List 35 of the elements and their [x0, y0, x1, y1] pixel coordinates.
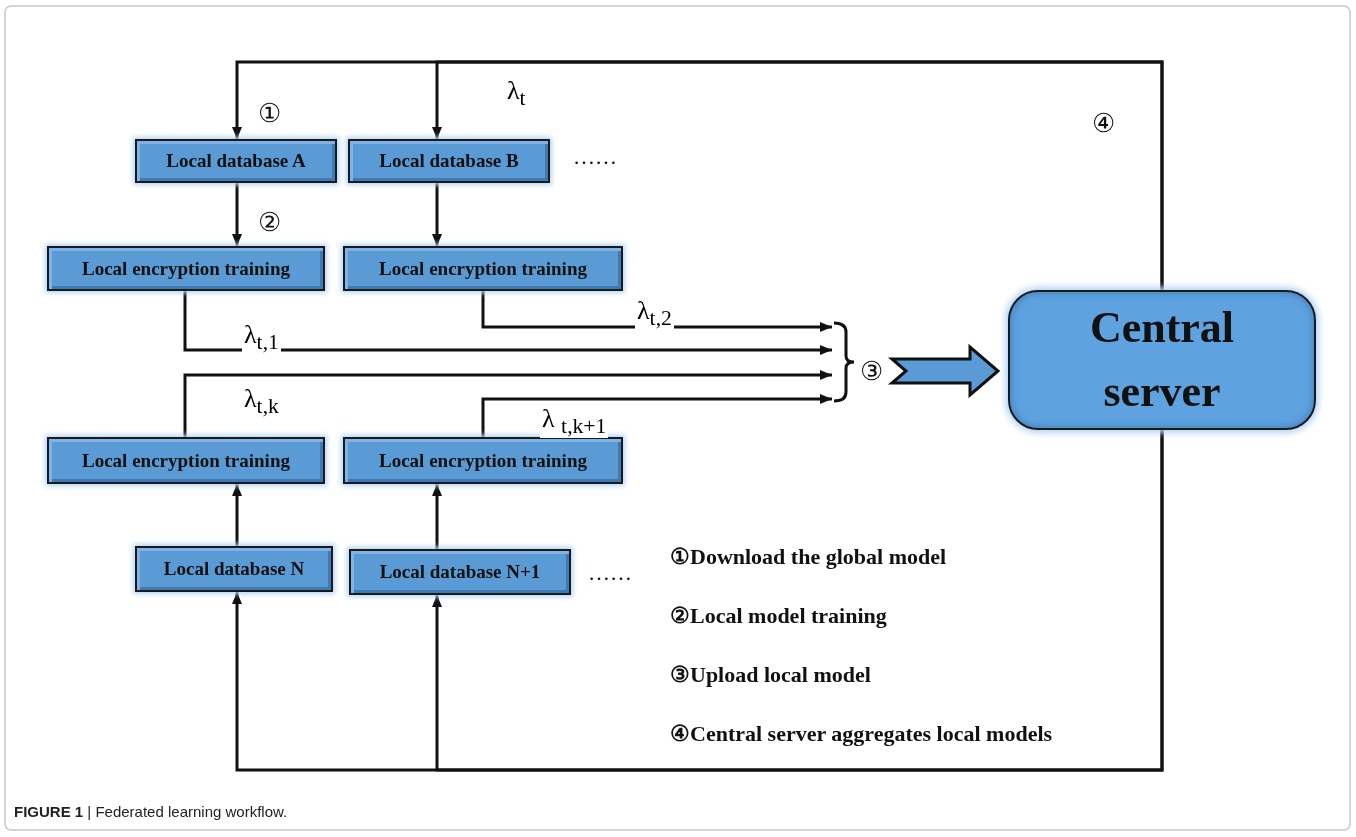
step-number: ④ — [1092, 108, 1115, 139]
legend-note: ④Central server aggregates local models — [670, 721, 1053, 747]
process-box: Local database N — [135, 546, 333, 592]
process-box: Local database B — [348, 139, 550, 183]
arrow — [481, 394, 832, 437]
ellipsis: …… — [573, 144, 617, 170]
process-box: Local encryption training — [343, 246, 623, 291]
edge-label: λ$_{t,k}$ — [242, 386, 281, 418]
step-number: ③ — [860, 356, 883, 387]
step-number: ② — [258, 207, 281, 238]
arrow — [183, 370, 832, 437]
edge-label: λ$_{t,1}$ — [242, 322, 281, 354]
legend-note: ①Download the global model — [670, 544, 947, 570]
arrow — [183, 291, 832, 355]
edge-label: λ $_{t,k+1}$ — [540, 406, 609, 438]
process-box: Local database N+1 — [349, 549, 571, 595]
process-box: Local encryption training — [343, 437, 623, 484]
process-box: Local database A — [135, 139, 337, 183]
arrow — [232, 183, 242, 246]
process-box: Local encryption training — [47, 246, 325, 291]
arrow — [432, 183, 442, 246]
arrow — [432, 430, 1164, 772]
arrow — [481, 291, 832, 332]
legend-note: ③Upload local model — [670, 662, 871, 688]
arrow — [432, 60, 1164, 290]
edge-label: λ$_{t,2}$ — [635, 298, 674, 330]
arrow — [432, 484, 442, 549]
process-box: Local encryption training — [47, 437, 325, 484]
legend-note: ②Local model training — [670, 603, 887, 629]
ellipsis: …… — [588, 560, 632, 586]
arrow — [232, 484, 242, 546]
server-box: Central server — [1008, 290, 1316, 430]
block-arrow — [887, 343, 1001, 399]
figure-caption: FIGURE 1 | Federated learning workflow. — [14, 803, 288, 820]
step-number: ① — [258, 98, 281, 129]
